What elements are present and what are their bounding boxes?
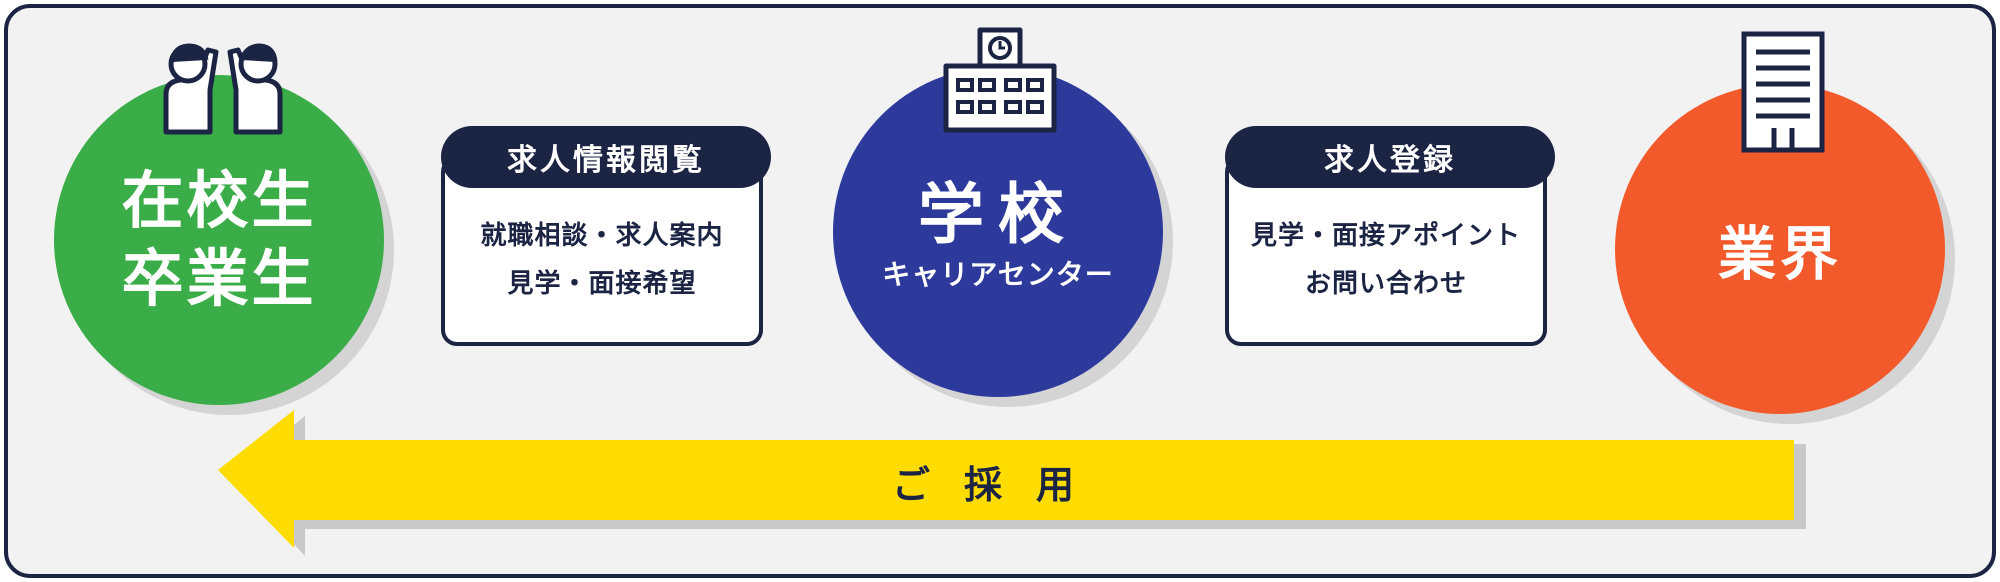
job-register-heading: 求人登録 — [1225, 126, 1555, 188]
job-register-line-1: 見学・面接アポイント — [1250, 221, 1521, 251]
students-icon — [163, 43, 283, 135]
job-register-line-2: お問い合わせ — [1304, 269, 1467, 299]
job-browse-card: 就職相談・求人案内 見学・面接希望 求人情報閲覧 — [441, 126, 771, 355]
school-title: 学校 — [918, 176, 1078, 253]
students-circle: 在校生 卒業生 — [54, 75, 384, 405]
hiring-arrow — [218, 410, 1806, 556]
job-browse-heading: 求人情報閲覧 — [441, 126, 771, 188]
arrow-label: ご採用 — [891, 463, 1108, 507]
industry-title: 業界 — [1717, 220, 1842, 288]
students-label-2: 卒業生 — [121, 242, 317, 315]
students-label-1: 在校生 — [121, 164, 317, 237]
school-subtitle: キャリアセンター — [882, 258, 1114, 291]
job-register-card: 見学・面接アポイント お問い合わせ 求人登録 — [1225, 126, 1555, 355]
office-building-icon — [1741, 31, 1825, 153]
job-browse-line-2: 見学・面接希望 — [507, 269, 697, 299]
school-circle: 学校 キャリアセンター — [833, 67, 1163, 397]
school-building-icon — [943, 27, 1057, 133]
job-browse-line-1: 就職相談・求人案内 — [480, 221, 724, 251]
